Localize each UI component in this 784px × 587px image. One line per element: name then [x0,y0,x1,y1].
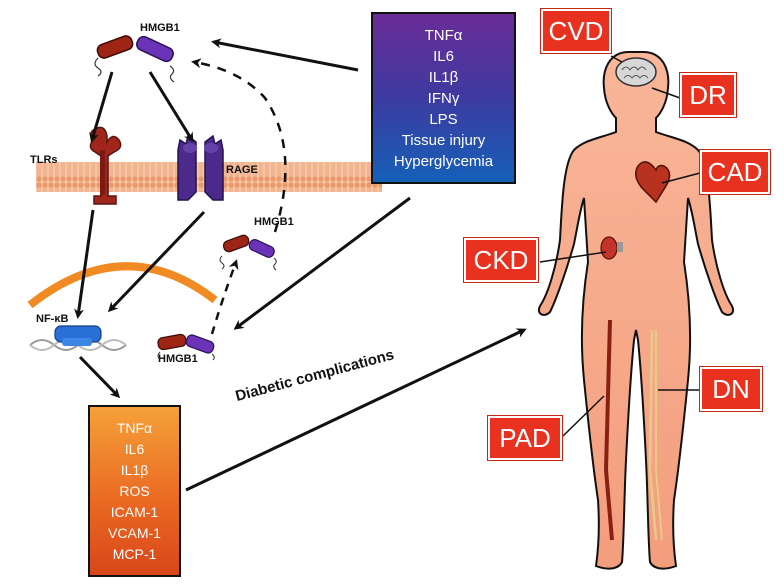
rage-receptor [177,134,224,201]
arrow-stimuli-to-hmgb1-release [233,196,411,330]
arrow-to-diabetic-complications [185,328,527,492]
arrow-hmgb1-to-tlr [89,71,114,143]
connector-cvd [610,55,623,63]
ckd-label: CKD [463,237,539,283]
connector-cad [661,172,701,184]
connector-dr [651,87,681,99]
nfkb-dna-complex [29,325,127,351]
rage-label: RAGE [226,164,258,176]
hmgb1-label-low: HMGB1 [158,353,198,365]
output-item: ROS [119,482,150,499]
output-item: IL6 [124,440,145,457]
nfkb-label: NF-κB [36,313,69,325]
dn-label: DN [699,366,763,412]
stimulus-item: IL1β [428,68,459,86]
arrow-tlr-to-nfkb [74,209,95,319]
hmgb1-protein-top [94,35,175,83]
stimuli-box: TNFα IL6 IL1β IFNγ LPS Tissue injury Hyp… [371,12,516,184]
output-item: VCAM-1 [108,524,161,541]
cvd-label: CVD [540,8,612,54]
leg-artery [603,319,614,541]
arrow-rage-to-nfkb [107,210,206,313]
cad-label: CAD [699,149,771,195]
arrow-nfkb-to-outputs [78,355,121,399]
arrow-release-up [210,259,239,335]
arrow-stimuli-to-hmgb1 [211,38,359,72]
inflammatory-outputs-box: TNFα IL6 IL1β ROS ICAM-1 VCAM-1 MCP-1 [88,405,181,577]
pad-label: PAD [487,415,563,461]
arrow-release-loop [191,58,287,233]
stimulus-item: Tissue injury [401,131,486,149]
stimulus-item: IL6 [433,47,454,65]
output-item: TNFα [116,419,153,436]
tlrs-label: TLRs [30,154,58,166]
output-item: ICAM-1 [110,503,159,520]
connector-pad [562,395,605,437]
nucleus-envelope [27,262,218,309]
stimulus-item: Hyperglycemia [393,152,494,170]
output-item: MCP-1 [112,545,157,562]
stimulus-item: TNFα [424,26,463,44]
stimulus-item: LPS [429,110,458,128]
hmgb1-protein-mid [219,234,277,271]
hmgb1-label-mid: HMGB1 [254,216,294,228]
output-item: IL1β [120,461,149,478]
kidney-icon [600,236,618,260]
brain-icon [615,57,657,87]
stimulus-item: IFNγ [427,89,460,107]
heart-icon [635,161,671,204]
human-body [538,51,734,570]
leg-nerve [648,329,658,541]
hmgb1-label-top: HMGB1 [140,22,180,34]
hmgb1-protein-low [157,333,215,361]
dr-label: DR [679,72,737,118]
arrow-hmgb1-to-rage [148,71,194,143]
connector-ckd [539,251,607,263]
